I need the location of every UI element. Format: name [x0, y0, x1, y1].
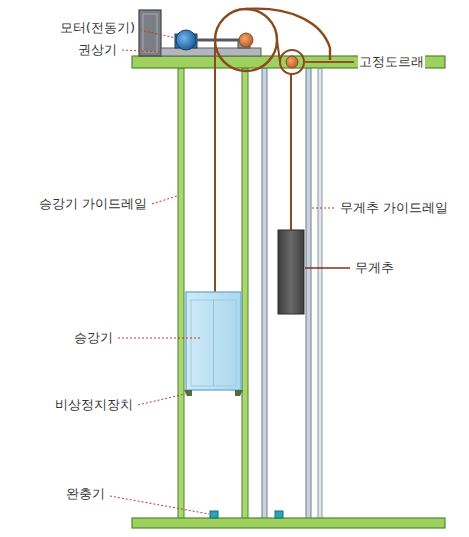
car-door [191, 300, 236, 386]
car-guide-rail [178, 68, 184, 519]
elevator-car [186, 292, 241, 390]
sheave-hub [239, 33, 253, 47]
leader-line [138, 394, 185, 405]
safety-gear [235, 390, 243, 396]
pit-floor [132, 518, 445, 528]
part-label: 승강기 [73, 330, 114, 346]
car-door [213, 300, 214, 386]
part-label: 모터(전동기) [59, 20, 136, 36]
leader-line [152, 196, 177, 204]
hoist-rope [246, 9, 330, 60]
counterweight-guide-rail [262, 68, 267, 519]
buffer [210, 511, 218, 518]
fixed-pulley-hub [286, 56, 298, 68]
hoist-rope [277, 40, 280, 62]
counterweight [278, 230, 304, 314]
fixed-pulley [280, 50, 304, 74]
leader-line [140, 30, 176, 38]
part-label: 무게추 가이드레일 [339, 200, 449, 216]
leader-line [312, 208, 336, 209]
leader-line [110, 496, 209, 514]
leader-line [118, 338, 200, 339]
part-label: 완충기 [65, 486, 106, 502]
traction-sheave [215, 9, 277, 71]
counterweight-rope [290, 74, 292, 230]
leader-line [305, 61, 354, 62]
leader-line [122, 50, 160, 52]
counterweight-guide-rail [306, 68, 311, 519]
part-label: 권상기 [77, 42, 118, 58]
part-label: 무게추 [354, 260, 395, 276]
control-housing [139, 10, 161, 56]
car-guide-rail [242, 68, 248, 519]
safety-gear [184, 390, 192, 396]
buffer [275, 511, 283, 518]
motor [176, 30, 196, 50]
part-label: 비상정지장치 [54, 397, 134, 413]
hoist-rope [214, 40, 216, 292]
part-label: 고정도르래 [358, 54, 425, 70]
part-label: 승강기 가이드레일 [38, 196, 148, 212]
control-housing [143, 14, 157, 52]
machine-base [161, 48, 261, 56]
leader-line [305, 267, 350, 268]
counterweight-guide-rail [318, 68, 322, 519]
